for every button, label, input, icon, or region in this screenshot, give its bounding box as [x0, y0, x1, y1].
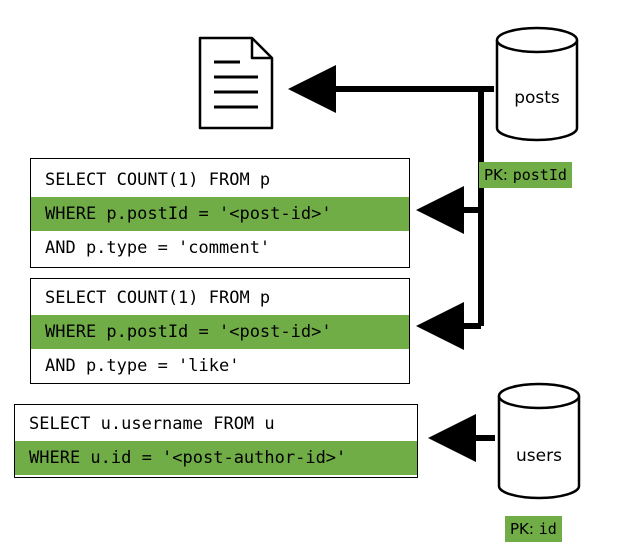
- posts-database-icon: [495, 26, 579, 142]
- pk-key: id: [538, 520, 557, 538]
- document-icon: [198, 36, 274, 130]
- query-line: SELECT u.username FROM u: [29, 414, 275, 434]
- query-line: AND p.type = 'comment': [45, 238, 271, 258]
- posts-connectors: [288, 65, 494, 350]
- users-label: users: [516, 446, 562, 466]
- posts-label: posts: [514, 88, 560, 108]
- pk-prefix: PK:: [484, 166, 508, 184]
- users-pk-badge: PK: id: [505, 516, 562, 542]
- query-box-3: SELECT u.username FROM u WHERE u.id = '<…: [14, 404, 418, 478]
- query-line-highlighted: WHERE p.postId = '<post-id>': [31, 197, 409, 231]
- query-line: AND p.type = 'like': [45, 356, 240, 376]
- query-line-highlighted: WHERE p.postId = '<post-id>': [31, 315, 409, 349]
- posts-pk-badge: PK: postId: [479, 162, 572, 188]
- query-box-2: SELECT COUNT(1) FROM p WHERE p.postId = …: [30, 278, 410, 384]
- query-line-highlighted: WHERE u.id = '<post-author-id>': [15, 441, 417, 475]
- pk-key: postId: [512, 166, 567, 184]
- query-box-1: SELECT COUNT(1) FROM p WHERE p.postId = …: [30, 158, 410, 268]
- query-line: SELECT COUNT(1) FROM p: [45, 288, 271, 308]
- query-line: SELECT COUNT(1) FROM p: [45, 170, 271, 190]
- pk-prefix: PK:: [510, 520, 534, 538]
- users-database-icon: [497, 382, 581, 500]
